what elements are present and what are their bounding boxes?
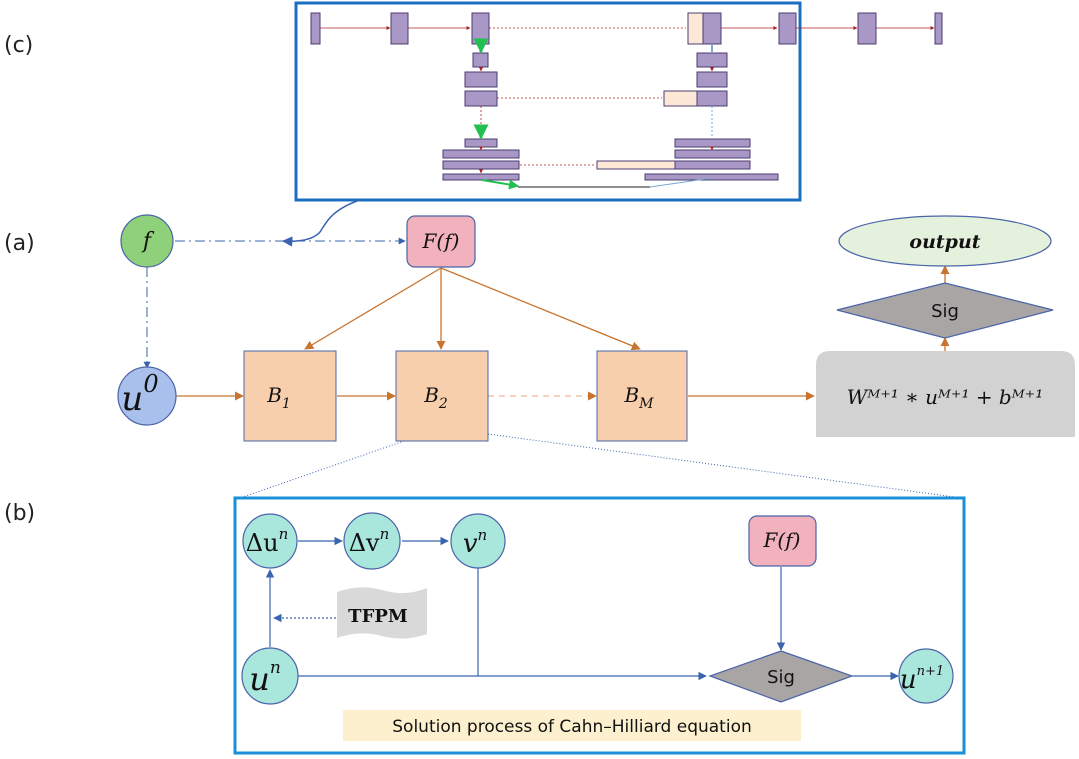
sig-diamond-sub [708, 650, 854, 703]
v-n-label: vn [463, 526, 487, 559]
zoom-line-left [239, 440, 405, 499]
panel-label-c: (c) [4, 33, 33, 58]
u-n-label: un [249, 658, 281, 698]
u-next-label: un+1 [900, 664, 944, 695]
caption-box [343, 710, 801, 741]
Ff-to-BM-arrow [440, 267, 641, 351]
unet-block [778, 12, 797, 45]
unet-block [702, 12, 722, 45]
u-next-node [898, 648, 954, 704]
f-node [120, 214, 174, 268]
output-node [838, 215, 1052, 267]
block-B2 [395, 350, 489, 442]
tfpm-label: TFPM [348, 606, 408, 627]
Ff-node-label: F(f) [422, 229, 460, 253]
delta-u-label: Δun [246, 525, 288, 557]
output-formula-box [816, 351, 1075, 437]
thumbnail-connector [281, 199, 361, 247]
zoom-line-right [487, 433, 963, 499]
output-label: output [909, 231, 980, 253]
sig-diamond-top [836, 282, 1054, 339]
u-n-node [241, 647, 299, 705]
output-formula-text: Wᴹ⁺¹ ∗ uᴹ⁺¹ + bᴹ⁺¹ [847, 385, 1043, 409]
Ff-node [406, 215, 476, 268]
sig-top-label: Sig [931, 301, 959, 322]
Ff-sub-node [748, 515, 817, 567]
unet-block [857, 12, 877, 45]
u0-node [117, 366, 177, 426]
delta-v-node [343, 512, 401, 570]
u0-node-label: u0 [121, 370, 158, 419]
unet-thumbnail [294, 1, 943, 202]
caption-text: Solution process of Cahn–Hilliard equati… [392, 717, 752, 737]
v-n-node [450, 513, 506, 569]
delta-v-label: Δvn [349, 525, 390, 557]
unet-block [471, 12, 490, 45]
Ff-to-B1-arrow [304, 267, 442, 350]
panel-label-a: (a) [4, 231, 35, 256]
unet-block [934, 12, 943, 45]
unet-skip-block [687, 12, 704, 45]
sig-sub-label: Sig [767, 667, 795, 688]
Ff-sub-label: F(f) [763, 528, 801, 552]
unet-block [310, 12, 321, 45]
panel-label-b: (b) [4, 501, 35, 526]
block-BM [596, 350, 688, 442]
block-B1-label: B1 [266, 383, 291, 412]
block-BM-label: BM [623, 383, 654, 412]
delta-u-node [242, 513, 298, 569]
block-B2-label: B2 [423, 383, 448, 412]
unet-block [390, 12, 409, 45]
tfpm-box [337, 587, 427, 639]
block-B1 [243, 350, 337, 442]
